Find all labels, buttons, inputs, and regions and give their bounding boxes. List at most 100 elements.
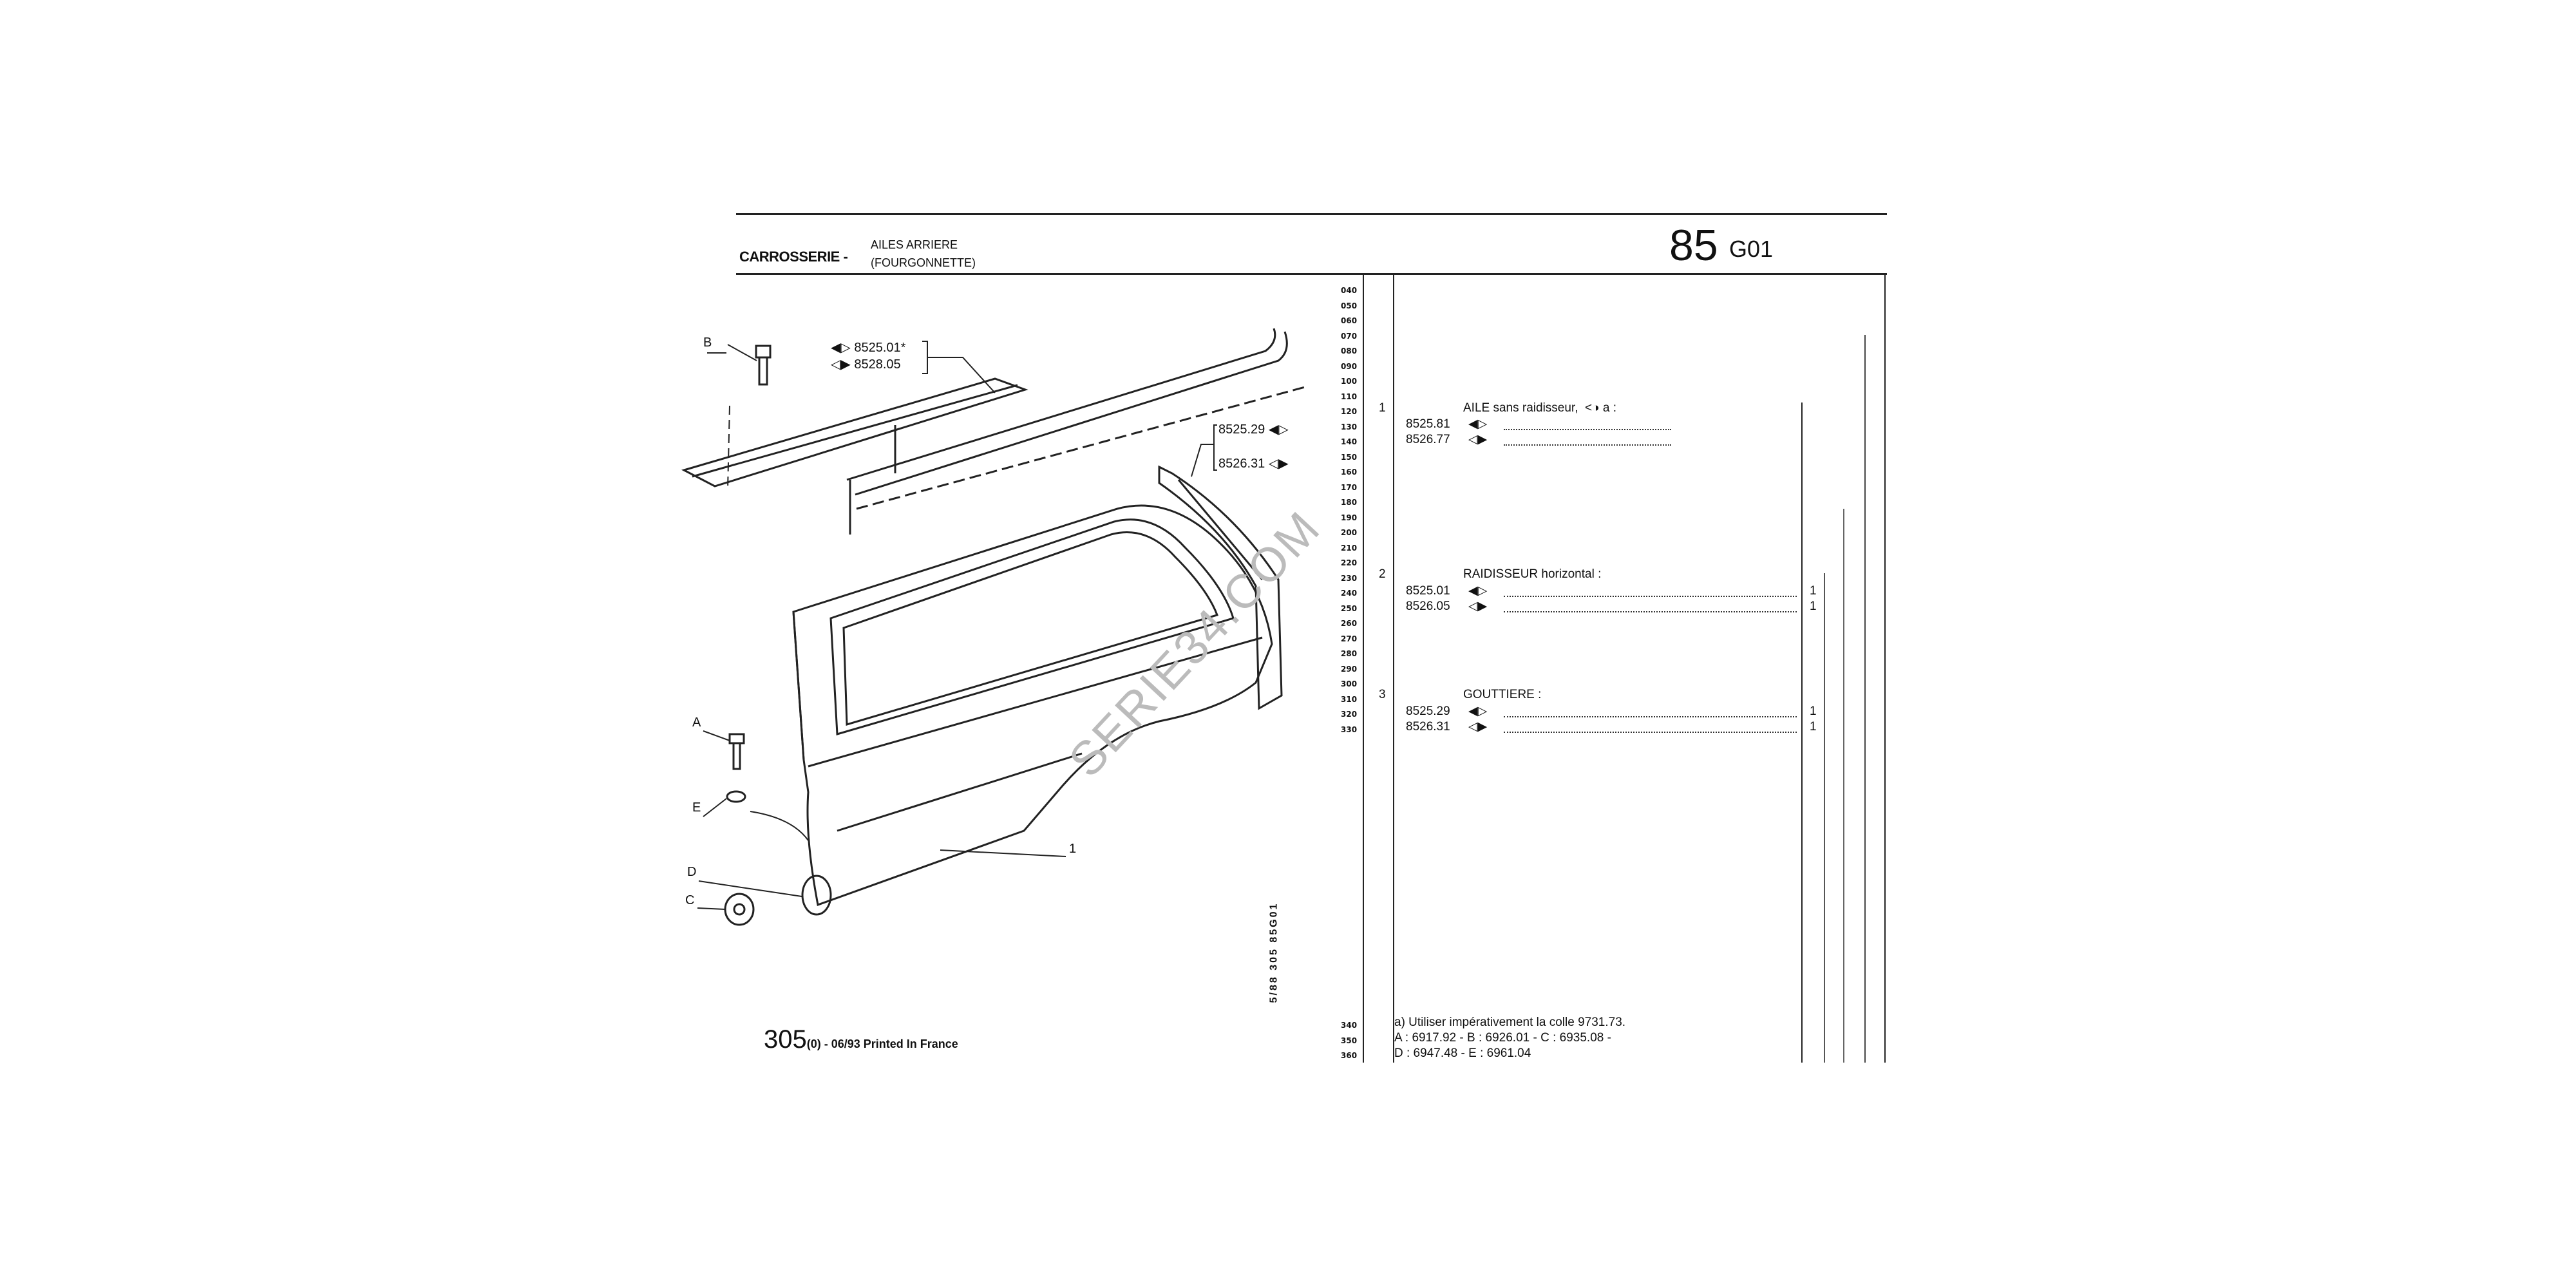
left-side-icon: ◀▷: [1468, 584, 1488, 598]
callout-ref: 8525.29: [1218, 422, 1265, 437]
row-number: 160: [1341, 468, 1358, 477]
right-side-icon: ◁▶: [1265, 457, 1289, 471]
table-rule: [1801, 402, 1803, 1063]
row-number: 100: [1341, 377, 1358, 386]
row-number: 110: [1341, 392, 1358, 401]
label-c: C: [685, 893, 695, 907]
row-number: 190: [1341, 513, 1358, 522]
label-b: B: [703, 336, 712, 350]
subtitle-line1: AILES ARRIERE: [871, 238, 958, 251]
note-line-3: D : 6947.48 - E : 6961.04: [1394, 1046, 1531, 1060]
row-number: 170: [1341, 483, 1358, 492]
row-number: 350: [1341, 1036, 1358, 1045]
item-number: 2: [1379, 567, 1386, 581]
callout-top-1: ◀▷ 8525.01*: [831, 341, 905, 355]
header-bottom-rule: [736, 273, 1887, 275]
item-number: 3: [1379, 688, 1386, 701]
row-number: 180: [1341, 498, 1358, 507]
row-number: 090: [1341, 362, 1358, 371]
leader-dots: [1504, 444, 1671, 446]
right-side-icon: ◁▶: [1468, 433, 1488, 446]
header-top-rule: [736, 213, 1887, 215]
footer-model: 305: [764, 1025, 807, 1054]
table-rule: [1884, 274, 1886, 1063]
part-ref: 8526.77: [1406, 433, 1450, 446]
fasteners-drawing: [724, 733, 832, 926]
note-line-1: a) Utiliser impérativement la colle 9731…: [1394, 1016, 1626, 1029]
note-line-2: A : 6917.92 - B : 6926.01 - C : 6935.08 …: [1394, 1031, 1611, 1045]
vertical-ref: 5/88 305 85G01: [1268, 902, 1280, 1003]
table-rule: [1843, 509, 1844, 1063]
row-number: 220: [1341, 558, 1358, 567]
row-number: 150: [1341, 453, 1358, 462]
footer: 305(0) - 06/93 Printed In France: [764, 1025, 958, 1054]
left-side-icon: ◀▷: [1468, 417, 1488, 431]
rear-wing-panel: [792, 504, 1273, 907]
part-ref: 8525.01: [1406, 584, 1450, 598]
row-number: 340: [1341, 1021, 1358, 1030]
row-number: 080: [1341, 346, 1358, 355]
row-number: 120: [1341, 407, 1358, 416]
item-number: 1: [1379, 401, 1386, 415]
right-side-icon: ◁▶: [831, 357, 855, 372]
part-ref: 8526.05: [1406, 600, 1450, 613]
row-number: 270: [1341, 634, 1358, 643]
glue-icon: <◑: [1581, 401, 1600, 415]
part-ref: 8525.81: [1406, 417, 1450, 431]
right-side-icon: ◁▶: [1468, 720, 1488, 734]
callout-ref: 8528.05: [854, 357, 901, 372]
label-1: 1: [1069, 842, 1077, 856]
row-number: 210: [1341, 544, 1358, 553]
row-number: 200: [1341, 528, 1358, 537]
row-number: 360: [1341, 1051, 1358, 1060]
row-number: 260: [1341, 619, 1358, 628]
row-number: 310: [1341, 695, 1358, 704]
table-rule: [1363, 274, 1364, 1063]
table-rule: [1864, 335, 1866, 1063]
leader-dots: [1504, 716, 1797, 717]
item-title: GOUTTIERE :: [1463, 688, 1542, 701]
right-side-icon: ◁▶: [1468, 600, 1488, 613]
callout-ref: 8526.31: [1218, 457, 1265, 471]
row-number: 320: [1341, 710, 1358, 719]
part-ref: 8525.29: [1406, 705, 1450, 718]
row-number: 070: [1341, 332, 1358, 341]
leader-lines: [697, 341, 1217, 910]
page-code: G01: [1729, 236, 1774, 262]
table-rule: [1824, 573, 1825, 1063]
row-number: 240: [1341, 589, 1358, 598]
left-side-icon: ◀▷: [1468, 705, 1488, 718]
note-marker: a :: [1602, 401, 1617, 415]
group-number: 85: [1669, 221, 1718, 270]
row-number: 060: [1341, 316, 1358, 325]
section-title: CARROSSERIE -: [739, 249, 848, 265]
bolt-b-drawing: [727, 344, 772, 490]
row-number: 250: [1341, 604, 1358, 613]
label-a: A: [692, 715, 701, 730]
row-number: 330: [1341, 725, 1358, 734]
footer-print-info: (0) - 06/93 Printed In France: [806, 1037, 958, 1050]
callout-ref: 8525.01*: [854, 341, 906, 355]
part-qty: 1: [1810, 600, 1817, 613]
callout-top-2: ◁▶ 8528.05: [831, 358, 901, 372]
item-title: RAIDISSEUR horizontal :: [1463, 567, 1602, 581]
part-ref: 8526.31: [1406, 720, 1450, 734]
item-title: AILE sans raidisseur, <◑ a :: [1463, 402, 1616, 415]
leader-dots: [1504, 596, 1797, 597]
row-number: 230: [1341, 574, 1358, 583]
item-title-text: AILE sans raidisseur,: [1463, 401, 1578, 415]
stiffener-bar: [681, 377, 1028, 488]
part-qty: 1: [1810, 584, 1817, 598]
leader-dots: [1504, 611, 1797, 612]
left-side-icon: ◀▷: [1265, 422, 1289, 437]
leader-dots: [1504, 732, 1797, 733]
row-number: 300: [1341, 679, 1358, 688]
row-number: 050: [1341, 301, 1358, 310]
row-number: 280: [1341, 649, 1358, 658]
part-qty: 1: [1810, 705, 1817, 718]
callout-right-1: 8525.29 ◀▷: [1218, 423, 1289, 437]
part-qty: 1: [1810, 720, 1817, 734]
gutter-piece: [1158, 465, 1283, 710]
row-number: 040: [1341, 286, 1358, 295]
